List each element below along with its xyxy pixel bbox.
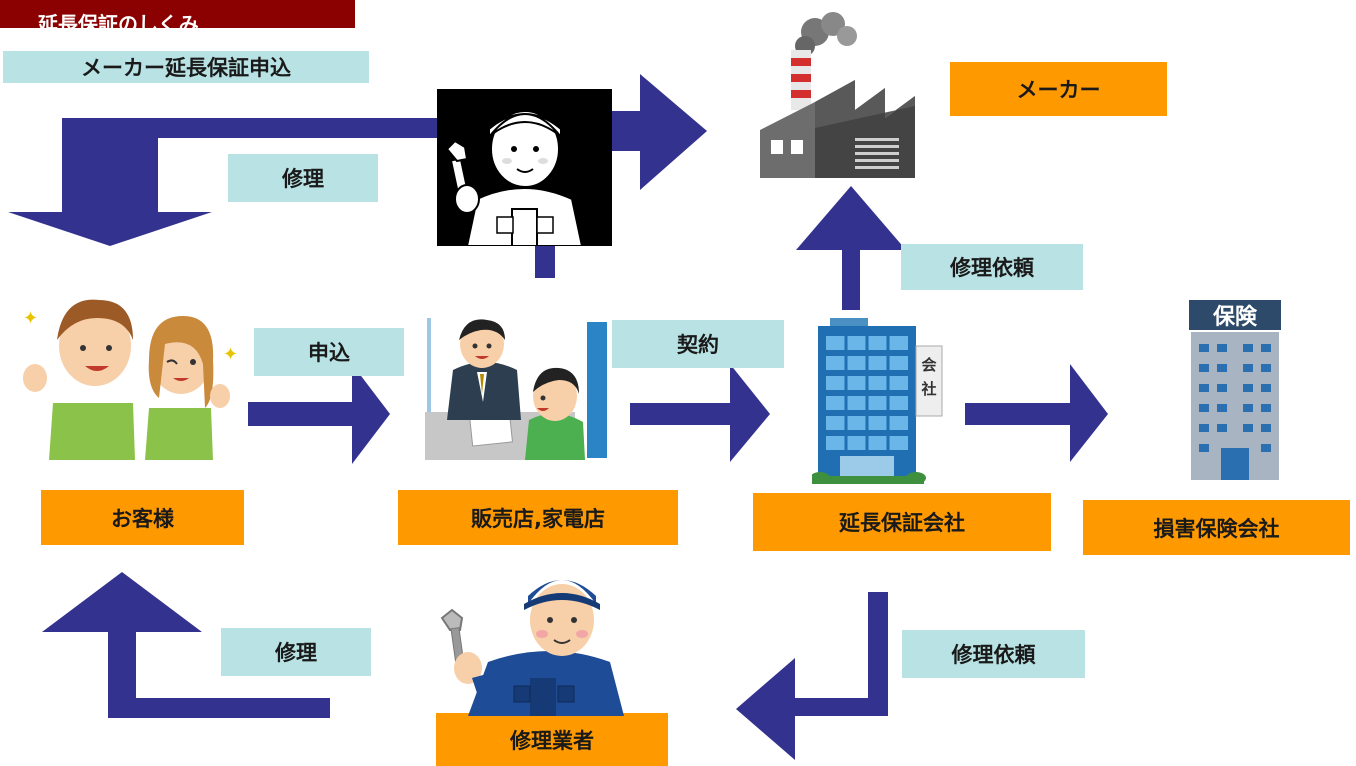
arrow-contract	[630, 364, 770, 462]
warranty-company-building: 会 社	[812, 318, 943, 484]
edge-label-repair-request-top: 修理依頼	[901, 244, 1083, 290]
building-sign-1: 会	[921, 356, 936, 374]
arrow-repair-to-customer-bottom	[42, 572, 330, 718]
retailer-illustration	[425, 318, 607, 460]
node-insurance-company: 損害保険会社	[1083, 500, 1350, 555]
edge-label-apply: 申込	[254, 328, 404, 376]
arrow-repair-to-customer-top	[8, 118, 440, 246]
svg-text:✦: ✦	[23, 308, 38, 329]
insurance-company-building: 保険	[1189, 300, 1281, 480]
repair-vendor-illustration	[440, 580, 624, 716]
node-customer: お客様	[41, 490, 244, 545]
arrow-mechanic-to-maker	[612, 74, 707, 190]
edge-label-repair-top: 修理	[228, 154, 378, 202]
node-maker: メーカー	[950, 62, 1167, 116]
maker-warranty-label: メーカー延長保証申込	[3, 51, 369, 83]
arrow-apply	[248, 364, 390, 464]
page-title: 延長保証のしくみ	[0, 0, 355, 28]
node-repair-vendor: 修理業者	[436, 713, 668, 766]
arrow-stem-mechanic	[535, 246, 555, 278]
edge-label-contract: 契約	[612, 320, 784, 368]
edge-label-repair-bottom: 修理	[221, 628, 371, 676]
insurance-sign: 保険	[1212, 305, 1258, 330]
node-warranty-company: 延長保証会社	[753, 493, 1051, 551]
arrow-repair-request-down	[736, 592, 888, 760]
arrow-to-insurance	[965, 364, 1108, 462]
node-retailer: 販売店,家電店	[398, 490, 678, 545]
svg-text:✦: ✦	[223, 344, 238, 365]
customers-illustration: ✦ ✦	[23, 299, 238, 460]
mechanic-illustration	[437, 89, 612, 246]
edge-label-repair-request-bottom: 修理依頼	[902, 630, 1085, 678]
factory-illustration	[760, 12, 915, 178]
building-sign-2: 社	[920, 380, 936, 398]
arrow-repair-request-up	[796, 186, 906, 310]
